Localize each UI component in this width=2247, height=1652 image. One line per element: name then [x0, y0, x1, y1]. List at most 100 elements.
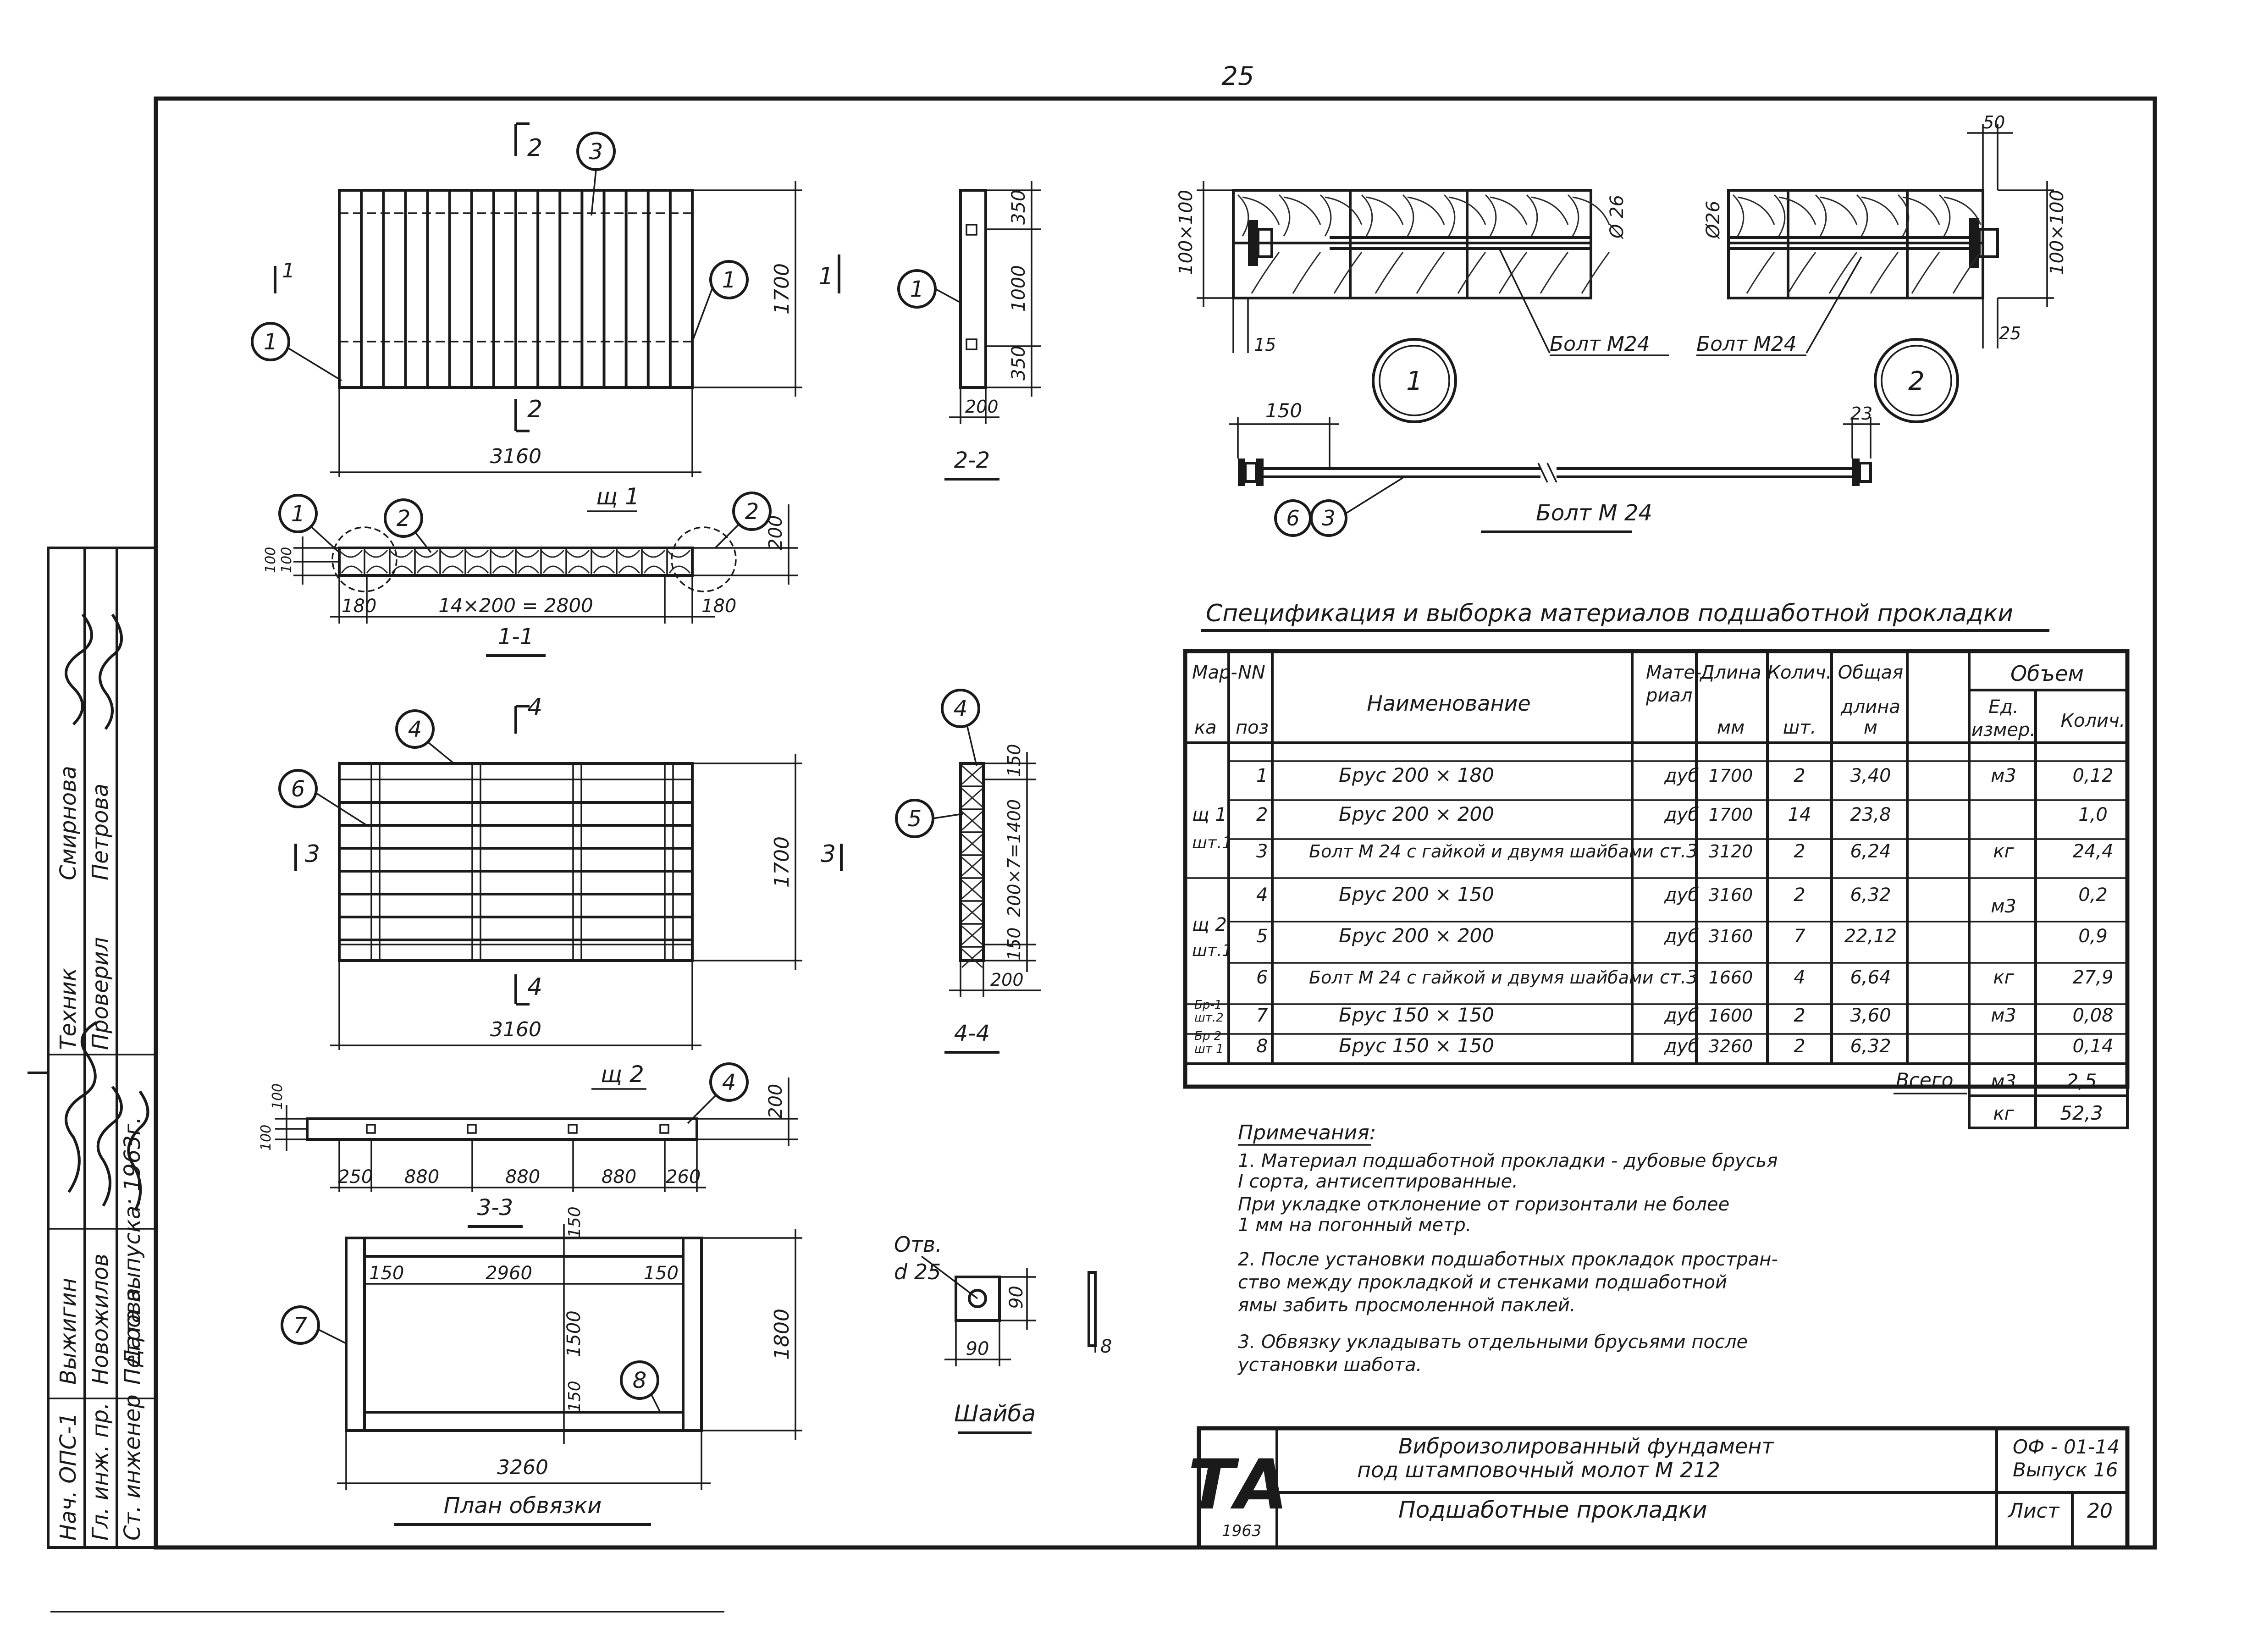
wood-grain [515, 550, 540, 574]
table-row: 5 Брус 200 × 200 дуб 3160 7 22,12 0,9 [1256, 924, 2108, 947]
section-4-4: 150 200×7=1400 150 200 4-4 4 5 [895, 689, 1041, 1054]
sheet-label: Лист [2007, 1499, 2060, 1523]
s33-d880b: 880 [505, 1166, 540, 1188]
s44-dim-width: 200 [990, 970, 1024, 990]
row-vqty: 0,12 [2072, 765, 2113, 786]
row-pos: 4 [1256, 884, 1268, 906]
row-mat: дуб [1664, 926, 1699, 947]
hdr-volume: Объем [2010, 661, 2084, 686]
stamp-name-4: Петрова [88, 784, 113, 880]
wood-grain [1443, 194, 1486, 294]
s33-d250: 250 [338, 1166, 373, 1188]
row-name: Брус 200 × 180 [1339, 764, 1494, 786]
stamp-name-1: Новожилов [88, 1254, 113, 1385]
callout-1b: 1 [264, 329, 278, 355]
wood-grain [490, 550, 514, 574]
row-name: Брус 150 × 150 [1339, 1034, 1494, 1057]
row-vqty: 0,2 [2078, 884, 2108, 906]
row-qty: 2 [1794, 841, 1805, 862]
callout-2b: 2 [745, 499, 759, 525]
row-unit: кг [1993, 841, 2014, 862]
mark-4b: шт 1 [1194, 1042, 1224, 1056]
shield1-plan: 2 2 1 1 3160 1700 [274, 122, 840, 477]
stamp-name-2: Петрова [120, 1288, 145, 1385]
total-label: Всего [1896, 1069, 1954, 1091]
fp-dim-length: 3260 [497, 1456, 548, 1479]
stamp-role-1: Нач. ОПС-1 [55, 1412, 81, 1541]
washer-hole-dia: d 25 [894, 1260, 941, 1284]
callout-7a: 7 [293, 1313, 308, 1338]
wood-grain [1856, 194, 1899, 294]
row-len: 1700 [1709, 805, 1753, 825]
row-mat: ст.3 [1660, 841, 1698, 862]
s33-d260: 260 [666, 1166, 701, 1188]
row-total: 23,8 [1850, 804, 1891, 825]
wood-grain [1526, 194, 1569, 294]
wood-grain [1815, 194, 1858, 294]
s11-dim-left: 180 [342, 596, 376, 617]
node1-dia: Ø 26 [1607, 195, 1628, 239]
s1-sec2-top: 2 [527, 134, 542, 162]
hdr-mark-bot: ка [1194, 717, 1217, 738]
washer-thickness: 8 [1100, 1336, 1112, 1357]
node2-top: 50 [1983, 112, 2005, 133]
s1-dim-height: 1700 [770, 263, 794, 315]
hdr-total-bot: м [1864, 717, 1877, 738]
s11-h100b: 100 [279, 547, 295, 573]
s22-dim-width: 200 [965, 397, 999, 417]
s2-sec4-top: 4 [527, 694, 542, 721]
table-row: 3 Болт М 24 с гайкой и двумя шайбами ст.… [1256, 841, 2114, 862]
wood-grain [591, 550, 615, 574]
row-pos: 6 [1256, 967, 1268, 988]
row-vqty: 27,9 [2072, 967, 2113, 988]
s2-sec3-right: 3 [821, 840, 836, 868]
wood-grain [1319, 194, 1363, 294]
washer-detail: Отв. d 25 90 90 8 Шайба [894, 1232, 1112, 1434]
title-line-1: Виброизолированный фундамент [1398, 1434, 1774, 1459]
hdr-mat-bot: риал [1645, 685, 1692, 706]
bolt-dim-head: 150 [1265, 399, 1302, 422]
note-line-6: ство между прокладкой и стенками подшабо… [1238, 1272, 1727, 1293]
row-name: Брус 150 × 150 [1339, 1004, 1494, 1026]
row-total: 6,32 [1850, 884, 1891, 906]
s1-sec1-left: 1 [282, 259, 295, 282]
signature-2 [96, 1086, 123, 1207]
fp-dim-top: 150 [565, 1206, 584, 1238]
subtitle: Подшаботные прокладки [1398, 1497, 1707, 1523]
doc-code: ОФ - 01-14 [2013, 1436, 2120, 1458]
note-line-2: I сорта, антисептированные. [1238, 1171, 1518, 1192]
wood-grain [961, 765, 983, 785]
note-line-4: 1 мм на погонный метр. [1238, 1215, 1472, 1236]
row-mat: дуб [1664, 884, 1699, 906]
callout-5a: 5 [908, 806, 922, 832]
s2-sec3-left: 3 [305, 840, 320, 868]
callout-3a: 3 [589, 139, 603, 165]
fp-dim-height: 1800 [770, 1309, 794, 1360]
sheet-number: 20 [2087, 1499, 2113, 1523]
mark-2a: щ 2 [1192, 914, 1227, 935]
s44-title: 4-4 [954, 1021, 990, 1046]
title-line-2: под штамповочный молот М 212 [1357, 1458, 1720, 1482]
node2-label: 2 [1908, 366, 1925, 396]
node2-offset: 25 [1999, 323, 2021, 343]
row-vqty: 24,4 [2072, 841, 2113, 862]
stamp-role-4: Выжигин [55, 1278, 81, 1385]
row-unit: м3 [1991, 896, 2016, 917]
hdr-pos-top: NN [1238, 662, 1265, 683]
row-total: 6,32 [1850, 1036, 1891, 1057]
table-row: 1 Брус 200 × 180 дуб 1700 2 3,40 м3 0,12 [1256, 764, 2114, 786]
logo-year: 1963 [1222, 1522, 1262, 1540]
s11-dim-mid: 14×200 = 2800 [438, 594, 593, 617]
row-mat: дуб [1664, 1036, 1699, 1057]
row-unit: м3 [1991, 1005, 2016, 1026]
hdr-mat-top: Мате- [1646, 662, 1701, 683]
wood-grain [1485, 194, 1528, 294]
fp-title: План обвязки [444, 1493, 602, 1519]
s1-sec1-right: 1 [818, 263, 834, 290]
s22-dim-top: 350 [1008, 190, 1029, 225]
wood-grain [414, 550, 439, 574]
signature-5 [99, 613, 123, 730]
logo: ТА [1188, 1445, 1288, 1525]
table-row: 2 Брус 200 × 200 дуб 1700 14 23,8 1,0 [1256, 803, 2108, 825]
wood-grain [961, 879, 983, 900]
